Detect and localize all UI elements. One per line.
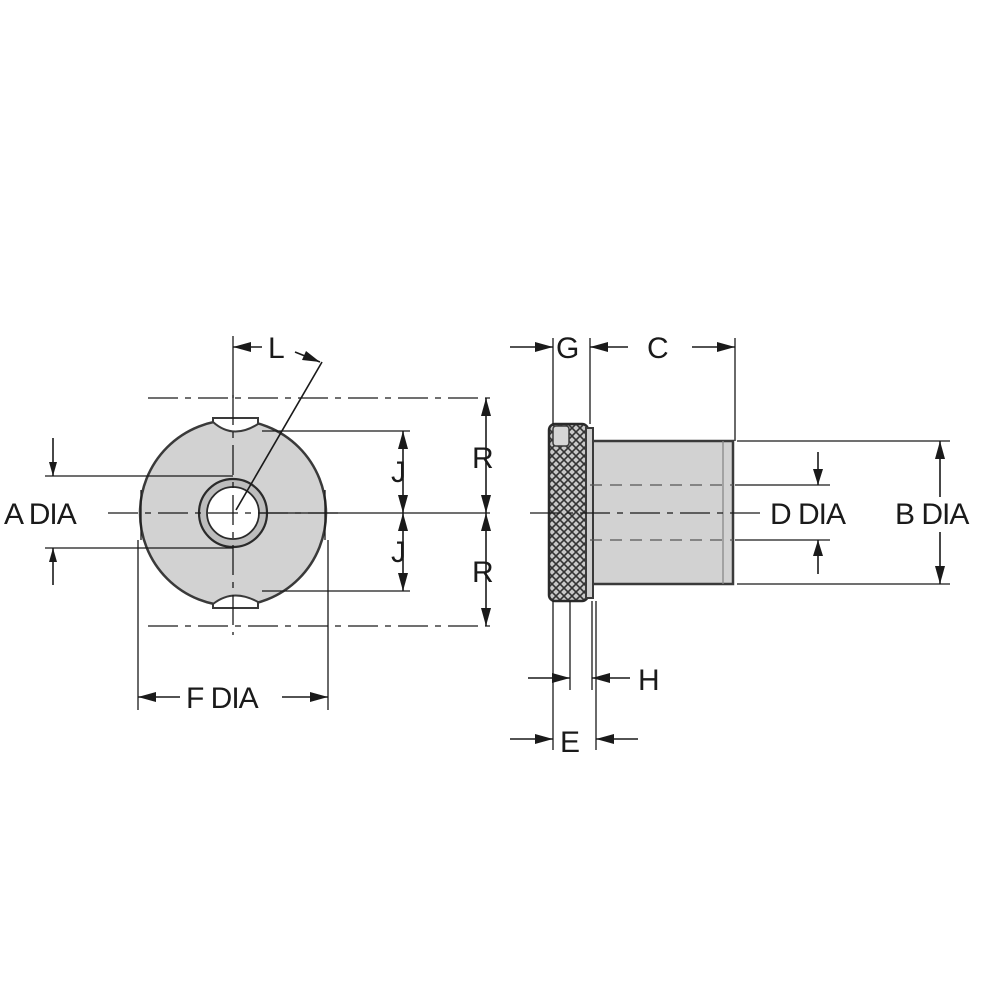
label-g: G bbox=[556, 332, 578, 365]
label-j-upper: J bbox=[391, 456, 405, 489]
label-h: H bbox=[638, 664, 659, 697]
label-f-dia: F DIA bbox=[186, 682, 259, 715]
top-notch bbox=[212, 417, 259, 433]
side-view bbox=[510, 338, 950, 750]
label-r-lower: R bbox=[472, 556, 493, 589]
label-r-upper: R bbox=[472, 442, 493, 475]
front-view bbox=[45, 336, 491, 710]
bottom-notch bbox=[212, 594, 259, 609]
label-b-dia: B DIA bbox=[895, 498, 969, 531]
label-j-lower: J bbox=[391, 536, 405, 569]
label-e: E bbox=[560, 726, 579, 759]
label-l: L bbox=[268, 332, 284, 365]
label-c: C bbox=[647, 332, 668, 365]
label-a-dia: A DIA bbox=[4, 498, 77, 531]
label-d-dia: D DIA bbox=[770, 498, 846, 531]
head-corner-notch bbox=[552, 425, 570, 447]
